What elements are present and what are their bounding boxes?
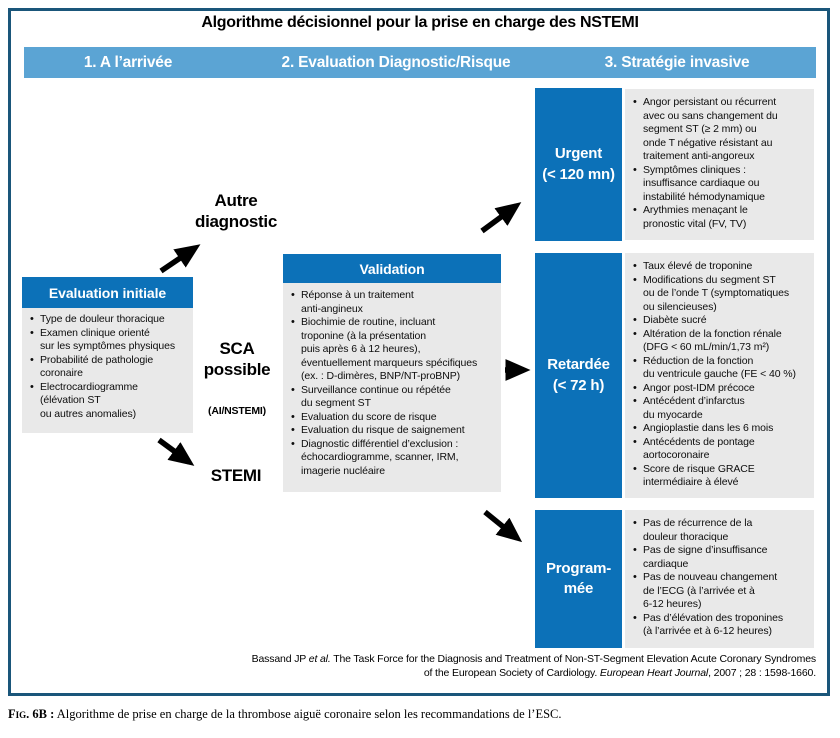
citation-etal: et al. xyxy=(308,653,331,665)
citation-line-1: Bassand JP et al. The Task Force for the… xyxy=(130,653,817,667)
list-item: Probabilité de pathologie coronaire xyxy=(28,354,190,381)
sca-possible-label: SCA possible (AI/NSTEMI) xyxy=(167,317,307,439)
citation-line-2: of the European Society of Cardiology. E… xyxy=(130,667,816,681)
list-item: Score de risque GRACE intermédiaire à él… xyxy=(631,463,811,490)
figure-caption: Fig. 6B : Algorithme de prise en charge … xyxy=(8,707,828,722)
programmee-criteria-body: Pas de récurrence de la douleur thoraciq… xyxy=(625,510,814,648)
phase-header-band: 1. A l’arrivée 2. Evaluation Diagnostic/… xyxy=(24,47,816,78)
figure-caption-label: Fig. 6B : xyxy=(8,707,55,721)
list-item: Examen clinique orienté sur les symptôme… xyxy=(28,327,190,354)
stemi-label: STEMI xyxy=(210,466,262,485)
citation-title-text: The Task Force for the Diagnosis and Tre… xyxy=(330,653,816,665)
programmee-category-box: Program- mée xyxy=(535,510,622,648)
list-item: Pas de récurrence de la douleur thoraciq… xyxy=(631,517,811,544)
phase-2-label: 2. Evaluation Diagnostic/Risque xyxy=(281,53,511,71)
urgent-category-box: Urgent (< 120 mn) xyxy=(535,88,622,241)
evaluation-initiale-header: Evaluation initiale xyxy=(22,277,193,308)
list-item: Diabète sucré xyxy=(631,314,811,328)
citation-society: of the European Society of Cardiology. xyxy=(423,666,600,679)
list-item: Pas de nouveau changement de l’ECG (à l’… xyxy=(631,571,811,612)
phase-1-label: 1. A l’arrivée xyxy=(83,53,173,71)
list-item: Antécédent d’infarctus du myocarde xyxy=(631,395,811,422)
figure-caption-text: Algorithme de prise en charge de la thro… xyxy=(54,707,562,721)
sca-possible-text: SCA possible xyxy=(203,339,271,379)
validation-body: Réponse à un traitement anti-angineuxBio… xyxy=(283,283,501,492)
list-item: Angor post-IDM précoce xyxy=(631,382,811,396)
validation-list: Réponse à un traitement anti-angineuxBio… xyxy=(289,289,498,478)
list-item: Angioplastie dans les 6 mois xyxy=(631,422,811,436)
list-item: Pas de signe d’insuffisance cardiaque xyxy=(631,544,811,571)
sca-possible-subtext: (AI/NSTEMI) xyxy=(208,405,266,417)
list-item: Arythmies menaçant le pronostic vital (F… xyxy=(631,204,811,231)
citation-authors: Bassand JP xyxy=(251,653,309,665)
list-item: Antécédents de pontage aortocoronaire xyxy=(631,436,811,463)
citation-ref: , 2007 ; 28 : 1598-1660. xyxy=(708,666,816,679)
list-item: Evaluation du score de risque xyxy=(289,411,498,425)
list-item: Réduction de la fonction du ventricule g… xyxy=(631,355,811,382)
list-item: Angor persistant ou récurrent avec ou sa… xyxy=(631,96,811,164)
list-item: Surveillance continue ou répétée du segm… xyxy=(289,384,498,411)
list-item: Type de douleur thoracique xyxy=(28,313,190,327)
phase-3-label: 3. Stratégie invasive xyxy=(604,53,750,71)
urgent-criteria-list: Angor persistant ou récurrent avec ou sa… xyxy=(631,96,811,231)
list-item: Biochimie de routine, incluant troponine… xyxy=(289,316,498,384)
list-item: Evaluation du risque de saignement xyxy=(289,424,498,438)
list-item: Electrocardiogramme (élévation ST ou aut… xyxy=(28,381,190,422)
figure-title: Algorithme décisionnel pour la prise en … xyxy=(201,14,639,31)
retardee-category-box: Retardée (< 72 h) xyxy=(535,253,622,498)
programmee-criteria-list: Pas de récurrence de la douleur thoraciq… xyxy=(631,517,811,639)
retardee-criteria-list: Taux élevé de troponineModifications du … xyxy=(631,260,811,490)
evaluation-initiale-body: Type de douleur thoraciqueExamen cliniqu… xyxy=(22,308,193,433)
autre-diagnostic-label: Autre diagnostic xyxy=(194,191,277,231)
retardee-criteria-body: Taux élevé de troponineModifications du … xyxy=(625,253,814,498)
list-item: Diagnostic différentiel d’exclusion : éc… xyxy=(289,438,498,479)
urgent-criteria-body: Angor persistant ou récurrent avec ou sa… xyxy=(625,89,814,240)
list-item: Pas d’élévation des troponines (à l’arri… xyxy=(631,612,811,639)
citation-journal: European Heart Journal xyxy=(599,666,709,679)
list-item: Modifications du segment ST ou de l’onde… xyxy=(631,274,811,315)
evaluation-initiale-list: Type de douleur thoraciqueExamen cliniqu… xyxy=(28,313,190,421)
list-item: Symptômes cliniques : insuffisance cardi… xyxy=(631,164,811,205)
citation: Bassand JP et al. The Task Force for the… xyxy=(130,653,817,681)
validation-header: Validation xyxy=(283,254,501,283)
list-item: Réponse à un traitement anti-angineux xyxy=(289,289,498,316)
list-item: Taux élevé de troponine xyxy=(631,260,811,274)
list-item: Altération de la fonction rénale (DFG < … xyxy=(631,328,811,355)
